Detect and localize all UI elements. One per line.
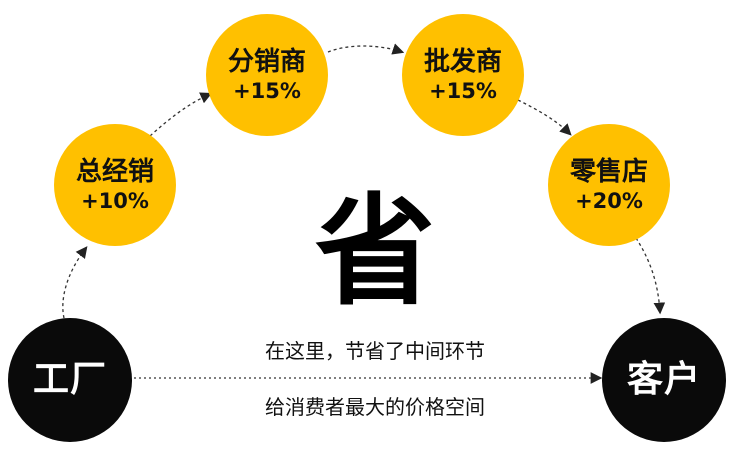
node-sub-distributor: 分销商 +15% (206, 14, 328, 136)
node-distributor-markup: +10% (81, 189, 149, 213)
caption-line-1: 在这里，节省了中间环节 (265, 339, 485, 363)
arrow-distributor-to-subdistributor (149, 92, 213, 137)
center-character: 省 (315, 183, 435, 322)
node-wholesaler-label: 批发商 (423, 47, 502, 77)
node-wholesaler: 批发商 +15% (402, 14, 524, 136)
node-sub-distributor-markup: +15% (233, 79, 301, 103)
node-distributor: 总经销 +10% (54, 124, 176, 246)
node-factory: 工厂 (8, 318, 132, 442)
arrow-subdistributor-to-wholesaler (327, 43, 405, 55)
arrow-retailer-to-customer (635, 237, 666, 315)
node-retailer-markup: +20% (575, 189, 643, 213)
node-distributor-label: 总经销 (75, 157, 154, 187)
caption-line-2: 给消费者最大的价格空间 (265, 395, 485, 419)
node-wholesaler-markup: +15% (429, 79, 497, 103)
node-retailer-label: 零售店 (569, 157, 648, 187)
node-customer: 客户 (602, 318, 726, 442)
node-sub-distributor-label: 分销商 (227, 47, 306, 77)
node-customer-label: 客户 (626, 359, 701, 400)
arrow-factory-to-distributor (62, 246, 88, 319)
arrow-wholesaler-to-retailer (517, 99, 572, 136)
node-factory-label: 工厂 (32, 359, 107, 400)
node-retailer: 零售店 +20% (548, 124, 670, 246)
